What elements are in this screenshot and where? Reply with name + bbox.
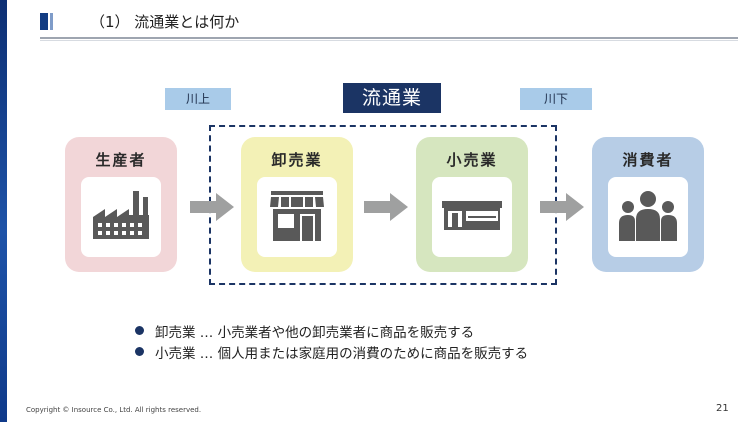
title-underline-light (40, 40, 738, 41)
slide-title: （1） 流通業とは何か (90, 13, 240, 31)
card-consumers-icon-box (608, 177, 688, 257)
card-wholesale-icon-box (257, 177, 337, 257)
arrow-right-icon (540, 193, 584, 221)
arrow-right-icon (190, 193, 234, 221)
downstream-tag: 川下 (520, 88, 592, 110)
list-item: 小売業 … 個人用または家庭用の消費のために商品を販売する (135, 342, 528, 363)
card-consumers-title: 消費者 (622, 151, 674, 169)
title-marker-accent (50, 13, 53, 30)
distribution-label: 流通業 (343, 83, 441, 113)
card-consumers: 消費者 (592, 137, 704, 272)
card-retail: 小売業 (416, 137, 528, 272)
bullet-dot-icon (135, 347, 144, 356)
copyright-text: Copyright © Insource Co., Ltd. All right… (26, 406, 202, 414)
page-number: 21 (716, 403, 729, 414)
retail-store-icon (442, 201, 502, 230)
side-accent-bar (0, 0, 7, 422)
upstream-tag: 川上 (165, 88, 231, 110)
title-marker (40, 13, 48, 30)
title-underline (40, 37, 738, 39)
card-producer-title: 生産者 (95, 151, 147, 169)
card-producer: 生産者 (65, 137, 177, 272)
card-wholesale: 卸売業 (241, 137, 353, 272)
list-item: 卸売業 … 小売業者や他の卸売業者に商品を販売する (135, 321, 528, 342)
factory-icon (93, 191, 149, 239)
bullet-text: 卸売業 … 小売業者や他の卸売業者に商品を販売する (155, 325, 475, 341)
bullet-dot-icon (135, 326, 144, 335)
card-wholesale-title: 卸売業 (271, 151, 323, 169)
arrow-right-icon (364, 193, 408, 221)
card-retail-icon-box (432, 177, 512, 257)
bullet-text: 小売業 … 個人用または家庭用の消費のために商品を販売する (155, 346, 529, 362)
card-retail-title: 小売業 (446, 151, 498, 169)
card-producer-icon-box (81, 177, 161, 257)
definition-list: 卸売業 … 小売業者や他の卸売業者に商品を販売する 小売業 … 個人用または家庭… (135, 321, 528, 363)
consumers-icon (619, 191, 677, 241)
wholesale-shop-icon (270, 191, 324, 241)
